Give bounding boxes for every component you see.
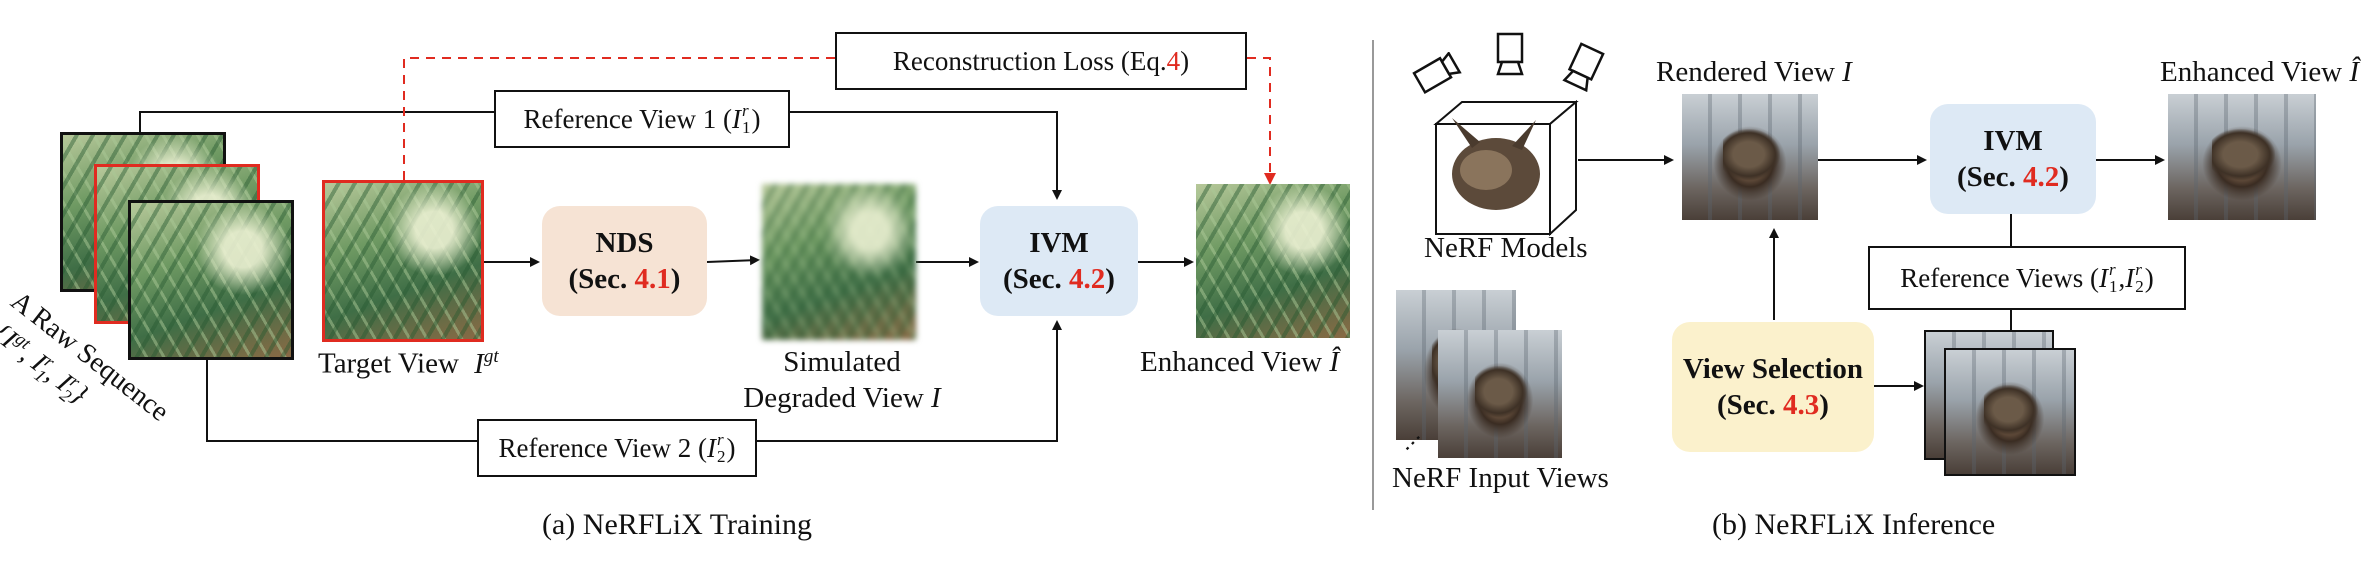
ivm-module-training: IVM (Sec. 4.2) — [980, 206, 1138, 316]
enhanced-view-image-inference — [2168, 94, 2316, 220]
nds-to-simulated — [706, 255, 760, 266]
view-selection-module: View Selection (Sec. 4.3) — [1672, 322, 1874, 452]
cube-icon — [1433, 99, 1579, 237]
camera-icon — [1496, 32, 1524, 76]
ivm-module-inference: IVM (Sec. 4.2) — [1930, 104, 2096, 214]
ivm-section: (Sec. 4.2) — [1957, 161, 2069, 193]
view-selection-section: (Sec. 4.3) — [1717, 389, 1829, 421]
ref1-line — [139, 111, 494, 132]
simulated-degraded-label: Simulated Degraded View I — [743, 346, 941, 415]
camera-icon — [1412, 52, 1462, 95]
ivm-title: IVM — [1983, 124, 2043, 157]
nds-section: (Sec. 4.1) — [568, 263, 681, 295]
rendered-view-image — [1682, 94, 1818, 220]
ref2-line — [206, 360, 477, 442]
caption-training: (a) NeRFLiX Training — [542, 508, 812, 541]
nerf-models-label: NeRF Models — [1424, 232, 1588, 264]
camera-icon — [1562, 42, 1605, 92]
ivm-section: (Sec. 4.2) — [1003, 263, 1115, 295]
target-view-image — [322, 180, 484, 342]
simulated-degraded-image — [762, 184, 916, 340]
caption-inference: (b) NeRFLiX Inference — [1712, 508, 1996, 541]
raw-sequence-frame-front — [128, 200, 294, 360]
nerf-input-view-front — [1438, 330, 1562, 458]
view-selection-title: View Selection — [1682, 352, 1864, 385]
enhanced-view-label-training: Enhanced View Î — [1140, 346, 1340, 378]
nerf-input-views-label: NeRF Input Views — [1392, 462, 1609, 494]
target-view-label: Target View Igt — [318, 346, 499, 380]
ref2-to-ivm — [757, 320, 1062, 442]
loss-dashed-left — [403, 57, 835, 180]
selected-reference-view-front — [1944, 348, 2076, 476]
rendered-view-label: Rendered View I — [1656, 56, 1852, 88]
loss-dashed-right — [1247, 57, 1276, 185]
enhanced-view-image-training — [1196, 184, 1350, 338]
nds-title: NDS — [595, 226, 654, 259]
enhanced-view-label-inference: Enhanced View Î — [2160, 56, 2360, 88]
nds-module: NDS (Sec. 4.1) — [542, 206, 707, 316]
ref1-to-ivm — [790, 111, 1062, 200]
ivm-title: IVM — [1029, 226, 1089, 259]
reconstruction-loss-box: Reconstruction Loss (Eq.4) — [835, 32, 1247, 90]
